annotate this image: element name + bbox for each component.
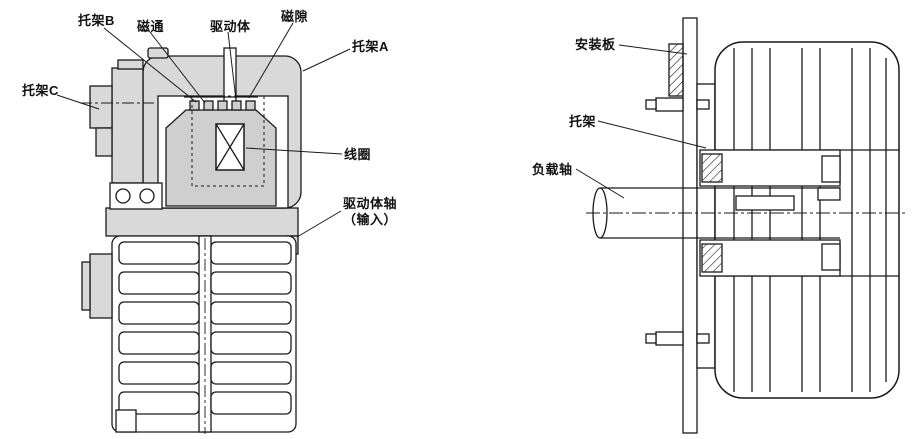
label-drive-shaft-line1: 驱动体轴 <box>343 196 398 211</box>
fin <box>210 241 292 265</box>
bolt-bottom <box>645 331 710 346</box>
bearing <box>109 182 163 210</box>
label-bracket-a: 托架A <box>352 39 389 54</box>
hub-upper <box>699 149 841 187</box>
fin <box>118 391 200 415</box>
label-drive-shaft: 驱动体轴 （输入） <box>343 196 397 229</box>
side-block-small <box>81 261 91 311</box>
wall-hatch <box>668 43 684 97</box>
pole-tooth <box>245 100 256 111</box>
hub-plate <box>105 207 299 237</box>
leader-bracket-c <box>56 94 100 110</box>
left-section-view <box>80 47 302 434</box>
fin <box>118 241 200 265</box>
label-magnetic-gap: 磁隙 <box>281 9 309 24</box>
bearing-block-upper <box>821 155 841 183</box>
body-outline <box>714 41 900 399</box>
hub-lower <box>699 239 841 277</box>
leader-mounting-plate <box>618 44 688 55</box>
label-coil: 线圈 <box>344 147 372 162</box>
label-drive-shaft-line2: （输入） <box>343 212 398 228</box>
pole-tooth <box>203 100 214 111</box>
bracket-plate <box>696 83 716 369</box>
leader-magnetic-gap <box>248 22 294 99</box>
fin <box>118 361 200 385</box>
coil-symbol <box>215 123 245 171</box>
label-bracket-c: 托架C <box>22 83 59 98</box>
leader-bracket-a <box>302 48 351 72</box>
leader-drive-body <box>227 31 237 101</box>
bolt-top <box>645 97 710 112</box>
label-mounting-plate: 安装板 <box>575 37 616 52</box>
bracket-c-column <box>111 67 144 184</box>
leader-magnetic-flux <box>149 31 206 104</box>
bracket-c-cap <box>117 59 144 70</box>
housing-tab <box>147 47 169 59</box>
label-magnetic-flux: 磁通 <box>137 19 165 34</box>
label-bracket: 托架 <box>569 114 597 129</box>
flux-path-dashed <box>191 95 265 187</box>
leader-lines <box>56 22 707 238</box>
leader-coil <box>245 147 343 155</box>
fin <box>118 331 200 355</box>
fin <box>210 301 292 325</box>
side-block <box>89 253 113 319</box>
bracket-c-block-lower <box>95 127 113 157</box>
foot-step <box>115 409 137 433</box>
pole-tooth <box>231 100 242 111</box>
label-load-shaft: 负载轴 <box>532 162 573 177</box>
leader-bracket <box>597 120 707 149</box>
pole-tooth <box>217 100 228 111</box>
leader-load-shaft <box>575 168 625 199</box>
bearing-block-lower <box>821 243 841 271</box>
label-bracket-b: 托架B <box>78 13 115 28</box>
coil-section-lower <box>701 243 723 273</box>
fin <box>210 391 292 415</box>
pole-tooth <box>189 100 200 111</box>
right-side-view <box>586 17 908 434</box>
fin <box>210 271 292 295</box>
leader-bracket-b <box>103 27 197 103</box>
fin <box>210 361 292 385</box>
leader-drive-shaft <box>296 210 342 238</box>
coil-section-upper <box>701 153 723 183</box>
mounting-plate <box>682 17 698 434</box>
fin <box>210 331 292 355</box>
label-drive-body: 驱动体 <box>210 19 251 34</box>
fin <box>118 301 200 325</box>
fin <box>118 271 200 295</box>
